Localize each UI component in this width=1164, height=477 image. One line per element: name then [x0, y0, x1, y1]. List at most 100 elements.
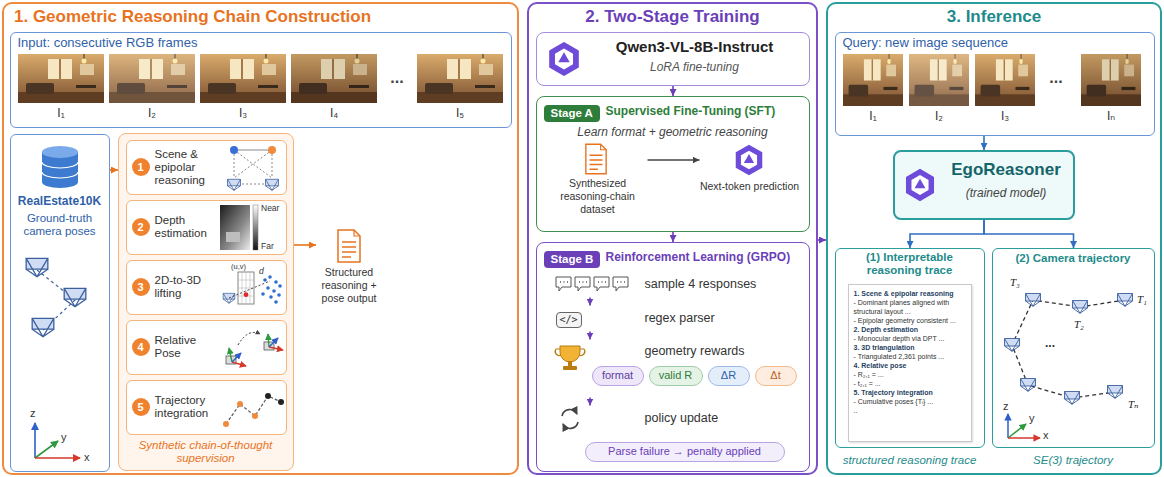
trophy-icon	[563, 366, 577, 370]
dataset-name: RealEstate10K	[12, 194, 108, 208]
frame-label: I₃	[200, 106, 286, 120]
text-slot: Scene & epipolar reasoning	[155, 148, 217, 187]
epipolar-icon	[228, 146, 279, 190]
step-number: 1	[132, 158, 150, 176]
text-slot: ...	[1045, 336, 1055, 350]
text-slot: regex parser	[645, 311, 795, 326]
trace-line: 3. 3D triangulation	[854, 343, 966, 352]
pose-label: Tₙ	[1128, 398, 1139, 411]
input-frames	[109, 54, 195, 103]
arrow-connector	[983, 136, 985, 150]
step-row: geometry rewardsformatvalid RΔRΔt	[546, 340, 800, 398]
model-logo	[906, 169, 934, 201]
camera-poses	[64, 288, 86, 306]
camera-poses	[37, 270, 75, 330]
pose-label: T₁	[1137, 293, 1147, 306]
depth-map	[226, 232, 240, 242]
output-label: Next-token prediction	[700, 180, 800, 193]
query-frames	[1081, 54, 1141, 106]
lifting-icon	[223, 272, 282, 304]
camera-poses	[26, 258, 48, 276]
stage-badge: Stage A	[544, 105, 600, 123]
lifting-icon	[268, 275, 272, 279]
axis-label: x	[84, 451, 90, 464]
trace-line: - Epipolar geometry consistent ...	[854, 316, 966, 325]
stage-title: Reinforcement Learning (GRPO)	[606, 250, 806, 264]
text-slot: structured reasoning trace	[835, 454, 985, 468]
step-box: 1 Scene & epipolar reasoning	[126, 140, 287, 195]
stage-title: Supervised Fine-Tuning (SFT)	[606, 104, 806, 118]
model-box: EgoReasoner(trained model)	[893, 150, 1075, 220]
arrow-connector	[589, 298, 591, 306]
world-axes	[34, 423, 36, 458]
trajectory-icon	[226, 396, 281, 424]
trace-line: 4. Relative pose	[854, 361, 966, 370]
reward-pill: format	[592, 366, 644, 386]
ellipsis: ...	[1041, 68, 1071, 87]
document-label: Structured reasoning + pose output	[316, 266, 382, 305]
camera-trajectory	[1007, 414, 1009, 438]
cycle-icon	[562, 410, 578, 429]
frame-label: I₂	[109, 106, 195, 120]
reward-pill: valid R	[649, 366, 703, 386]
epipolar-icon	[228, 179, 241, 190]
input-frames	[291, 54, 377, 103]
text-slot: T₂	[1074, 318, 1084, 331]
text-slot: Depth estimation	[155, 214, 217, 240]
arrow-connector	[589, 398, 591, 406]
relative-pose-icon	[226, 356, 236, 364]
row-label: sample 4 responses	[645, 277, 795, 292]
text-slot: ΔR	[709, 369, 749, 382]
model-logo	[549, 42, 934, 201]
text-slot: Ground-truth camera poses	[14, 212, 106, 239]
text-slot: Synthetic chain-of-thought supervision	[122, 439, 290, 465]
step-row: policy update	[546, 406, 800, 432]
arrow-connector	[648, 159, 700, 161]
trace-document: 1. Scene & epipolar reasoning- Dominant …	[848, 284, 972, 442]
output-box: (1) Interpretable reasoning tracestructu…	[835, 248, 985, 448]
text-slot: (1) Interpretable reasoning trace	[840, 251, 980, 277]
text-slot: Next-token prediction	[700, 180, 800, 193]
stage-box: Stage BReinforcement Learning (GRPO)samp…	[536, 242, 810, 472]
step-number: 3	[132, 278, 150, 296]
lifting-icon	[229, 281, 270, 298]
lifting-icon	[272, 289, 276, 293]
text-slot: Near	[261, 203, 279, 213]
camera-trajectory	[1021, 379, 1036, 392]
camera-trajectory	[1005, 339, 1020, 352]
text-slot: 1. Geometric Reasoning Chain Constructio…	[14, 7, 434, 27]
trace-line: ..	[854, 406, 966, 415]
camera-poses	[26, 258, 86, 336]
text-slot: x	[1043, 429, 1049, 442]
trace-line: 5. Trajectory integration	[854, 388, 966, 397]
axis-label: z	[30, 407, 36, 420]
frame-label: I₂	[909, 109, 969, 123]
frame-label: Iₙ	[1081, 109, 1141, 123]
input-frames	[18, 54, 503, 103]
text-slot: Structured reasoning + pose output	[316, 266, 382, 305]
scale-label: Far	[261, 241, 274, 251]
trajectory-icon	[252, 413, 258, 419]
relative-pose-icon	[232, 353, 241, 362]
text-slot: Supervised Fine-Tuning (SFT)	[606, 104, 806, 118]
arrow-connector	[294, 244, 316, 246]
response-bubbles	[560, 281, 625, 283]
query-frames	[843, 54, 1141, 106]
trajectory-icon	[237, 401, 243, 407]
text-slot: Parse failure → penalty applied	[586, 445, 784, 458]
lifting-icon	[263, 278, 267, 282]
relative-pose-icon	[269, 347, 283, 350]
text-slot: Trajectory integration	[155, 394, 217, 420]
arrow-connector	[672, 86, 674, 96]
query-frames	[909, 54, 969, 106]
epipolar-icon	[268, 146, 276, 154]
arrow-connector	[984, 220, 1074, 248]
trophy-icon	[555, 346, 585, 370]
input-frames	[291, 54, 377, 103]
text-slot: I₁	[843, 109, 903, 123]
frame-label: I₁	[18, 106, 104, 120]
database-icon	[42, 146, 78, 188]
response-bubbles	[575, 277, 590, 291]
output-title: (2) Camera trajectory	[995, 252, 1152, 266]
step-row: sample 4 responses	[546, 272, 800, 298]
